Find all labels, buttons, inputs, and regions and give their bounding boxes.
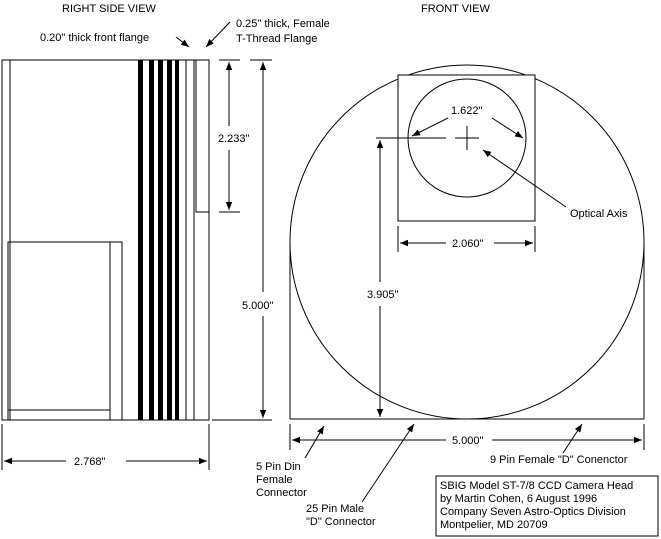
d-male-connector-line2: "D" Connector [306,516,376,528]
cooling-fins [138,60,179,420]
aperture-diameter-dim: 1.622" [451,105,483,117]
front-flange-leader [175,36,190,48]
depth-dim: 2.768" [74,456,106,468]
overall-width-dim: 5.000" [452,435,484,447]
d-female-connector-label: 9 Pin Female "D" Conenctor [490,454,628,466]
d-male-connector-line1: 25 Pin Male [306,503,364,515]
credit-line2: by Martin Cohen, 6 August 1996 [440,493,597,505]
d-male-connector-leader [361,423,415,503]
aperture-arrow-right [491,117,524,139]
din-connector-line1: 5 Pin Din [256,461,301,473]
din-connector-leader [304,425,325,459]
credit-line3: Company Seven Astro-Optics Division [440,506,626,518]
din-connector-line2: Female [256,474,293,486]
d-female-connector-leader [562,423,583,454]
front-flange-label: 0.20" thick front flange [40,32,149,44]
window-width-dim: 2.060" [452,238,484,250]
axis-height-dim: 3.905" [367,289,399,301]
credit-box [435,475,659,537]
front-view: FRONT VIEW 1.622" Optical Axis 2.060" 3.… [256,3,659,537]
optical-axis-leader [482,149,567,208]
t-thread-flange [195,59,210,213]
din-connector-line3: Connector [256,487,307,499]
side-lower-housing [7,241,123,421]
flange-height-dim: 2.233" [218,133,250,145]
overall-height-dim: 5.000" [242,300,274,312]
rear-flange-label-line1: 0.25" thick, Female [236,18,330,30]
front-view-title: FRONT VIEW [421,3,490,15]
optical-axis-label: Optical Axis [570,208,628,220]
rear-flange-label-line2: T-Thread Flange [236,33,317,45]
aperture-arrow-left [411,117,449,137]
credit-line4: Montpelier, MD 20709 [440,519,548,531]
rear-flange-leader [205,21,231,48]
side-view-title: RIGHT SIDE VIEW [62,3,157,15]
side-view: RIGHT SIDE VIEW 0.20" thick front flange… [1,3,330,470]
credit-line1: SBIG Model ST-7/8 CCD Camera Head [440,480,633,492]
